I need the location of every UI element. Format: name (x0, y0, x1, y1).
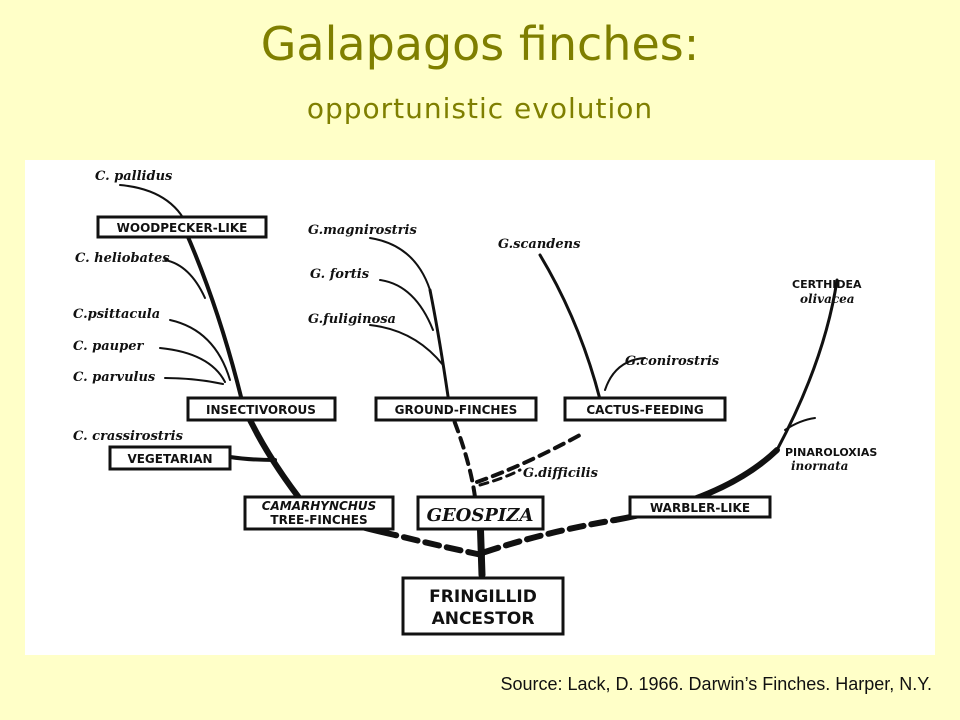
woodpecker-box (96, 215, 268, 239)
species-g-magnirostris: G.magnirostris (308, 223, 417, 238)
c-pauper-branch (159, 347, 226, 383)
g-magnirostris-branch (369, 237, 431, 291)
warbler-label: WARBLER-LIKE (650, 501, 750, 515)
slide-title: Galapagos finches: (260, 17, 700, 71)
slide-subtitle: opportunistic evolution (306, 92, 654, 125)
phylogeny-tree: FRINGILLID ANCESTOR GEOSPIZA CAMARHYNCHU… (73, 169, 877, 636)
species-certhidea-epithet: olivacea (800, 292, 855, 306)
cactus-feeding-label: CACTUS-FEEDING (586, 403, 703, 417)
camarhynchus-label-line2: TREE-FINCHES (270, 513, 367, 527)
camarhynchus-label-line1: CAMARHYNCHUS (262, 499, 377, 513)
camarhynchus-box (243, 495, 395, 531)
species-c-pauper: C. pauper (73, 339, 144, 354)
species-pinaroloxias-epithet: inornata (791, 459, 848, 473)
insectivorous-stem (183, 228, 245, 407)
vegetarian-branch (228, 455, 277, 462)
geospiza-dashed-left (448, 408, 477, 499)
ancestor-label-line2: ANCESTOR (432, 609, 535, 629)
ground-finch-stem (428, 288, 452, 412)
species-g-conirostris: G.conirostris (625, 354, 720, 369)
g-difficilis-dashed (478, 468, 522, 487)
ground-finches-box (374, 396, 538, 422)
vegetarian-box (108, 445, 232, 471)
geospiza-label: GEOSPIZA (427, 505, 534, 526)
species-c-psittacula: C.psittacula (73, 307, 160, 322)
insectivorous-label: INSECTIVOROUS (206, 403, 316, 417)
g-fortis-branch (379, 279, 434, 331)
cactus-stem (538, 253, 607, 422)
species-pinaroloxias-genus: PINAROLOXIAS (785, 446, 877, 459)
species-g-fortis: G. fortis (310, 267, 370, 282)
species-g-difficilis: G.difficilis (523, 466, 599, 481)
tree-finch-dashed-line (392, 532, 485, 558)
ancestor-label-line1: FRINGILLID (429, 587, 537, 607)
c-heliobates-branch (164, 259, 206, 299)
g-fuliginosa-branch (369, 324, 444, 366)
species-c-heliobates: C. heliobates (75, 251, 170, 266)
species-g-fuliginosa: G.fuliginosa (308, 312, 396, 327)
woodpecker-label: WOODPECKER-LIKE (117, 221, 248, 235)
warbler-dashed-line (482, 517, 618, 555)
c-psittacula-branch (169, 319, 231, 381)
phylogeny-panel: FRINGILLID ANCESTOR GEOSPIZA CAMARHYNCHU… (25, 160, 935, 655)
vegetarian-label: VEGETARIAN (127, 452, 212, 466)
species-c-parvulus: C. parvulus (73, 370, 156, 385)
c-parvulus-branch (164, 377, 224, 385)
source-citation: Source: Lack, D. 1966. Darwin’s Finches.… (500, 674, 932, 694)
species-g-scandens: G.scandens (498, 237, 581, 252)
ancestor-box (401, 576, 565, 636)
species-c-crassirostris: C. crassirostris (73, 429, 184, 444)
cactus-feeding-box (563, 396, 727, 422)
species-c-pallidus: C. pallidus (95, 169, 173, 184)
species-certhidea-genus: CERTHIDEA (792, 278, 862, 291)
ground-finches-label: GROUND-FINCHES (395, 403, 518, 417)
geospiza-dashed-right (475, 433, 582, 484)
geospiza-box (416, 495, 545, 531)
insectivorous-box (186, 396, 337, 422)
g-conirostris-branch (604, 357, 646, 391)
warbler-box (628, 495, 772, 519)
pinaroloxias-branch (784, 417, 816, 431)
